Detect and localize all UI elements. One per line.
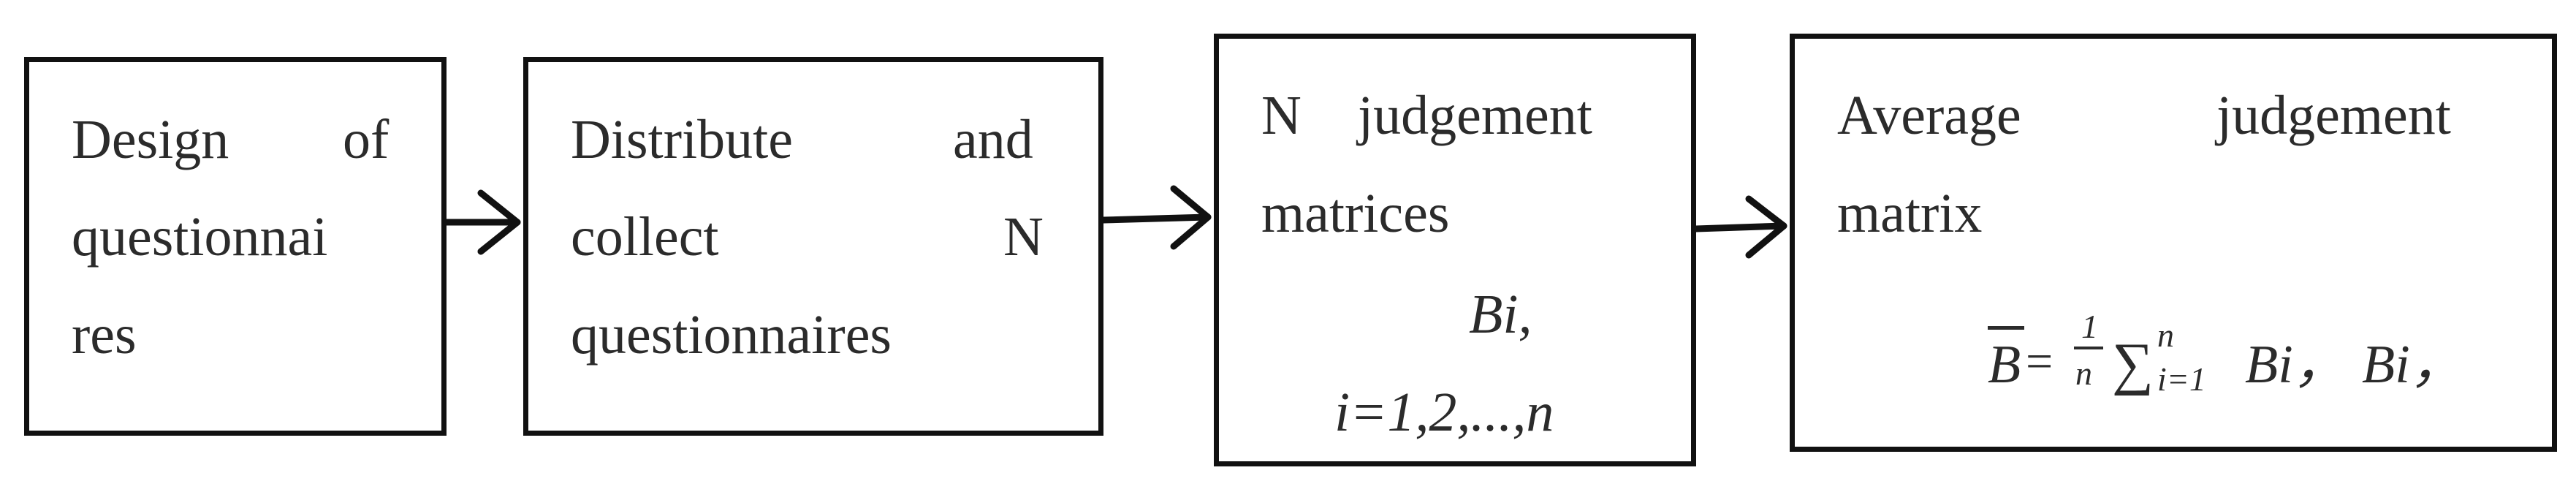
arrow-3-to-4 — [1692, 195, 1787, 259]
formula-equals: = — [2026, 335, 2053, 388]
formula-sum-upper: n — [2157, 317, 2174, 354]
step2-line1-word2: and — [953, 109, 1033, 170]
step4-line2: matrix — [1837, 183, 1983, 244]
step2-line3: questionnaires — [571, 304, 892, 366]
formula-term: Bi， — [2245, 335, 2347, 395]
step3-line2: matrices — [1261, 183, 1450, 244]
formula-frac-denominator: n — [2075, 355, 2092, 392]
step-box-design — [24, 57, 447, 436]
step4-line1-word2: judgement — [2216, 85, 2451, 146]
step4-line1-word1: Average — [1837, 85, 2021, 146]
formula-sum-symbol: ∑ — [2112, 332, 2154, 396]
step1-line1-word2: of — [343, 109, 390, 170]
formula-sum-lower: i=1 — [2157, 360, 2206, 398]
formula-trailing-term: Bi， — [2362, 335, 2464, 395]
step3-formula-index: i=1,2,...,n — [1334, 382, 1554, 443]
step3-formula-matrix: Bi, — [1469, 284, 1532, 345]
arrow-2-to-3 — [1100, 185, 1212, 250]
step3-line1-word2: judgement — [1358, 85, 1592, 146]
step2-line2-word2: N — [1003, 206, 1044, 268]
formula-frac-bar — [2074, 347, 2103, 349]
step1-line2: questionnai — [72, 206, 328, 268]
step1-line3: res — [72, 304, 137, 366]
step3-line1-word1: N — [1261, 85, 1302, 146]
step-box-average-matrix — [1790, 34, 2557, 452]
step2-line1-word1: Distribute — [571, 109, 793, 170]
formula-overline — [1988, 326, 2024, 330]
step2-line2-word1: collect — [571, 206, 719, 268]
step-box-judgement-matrices — [1214, 34, 1696, 466]
arrow-1-to-2 — [443, 189, 521, 255]
formula-b-bar: B — [1988, 335, 2021, 395]
step-box-distribute — [523, 57, 1103, 436]
step1-line1-word1: Design — [72, 109, 229, 170]
formula-frac-numerator: 1 — [2081, 308, 2098, 345]
